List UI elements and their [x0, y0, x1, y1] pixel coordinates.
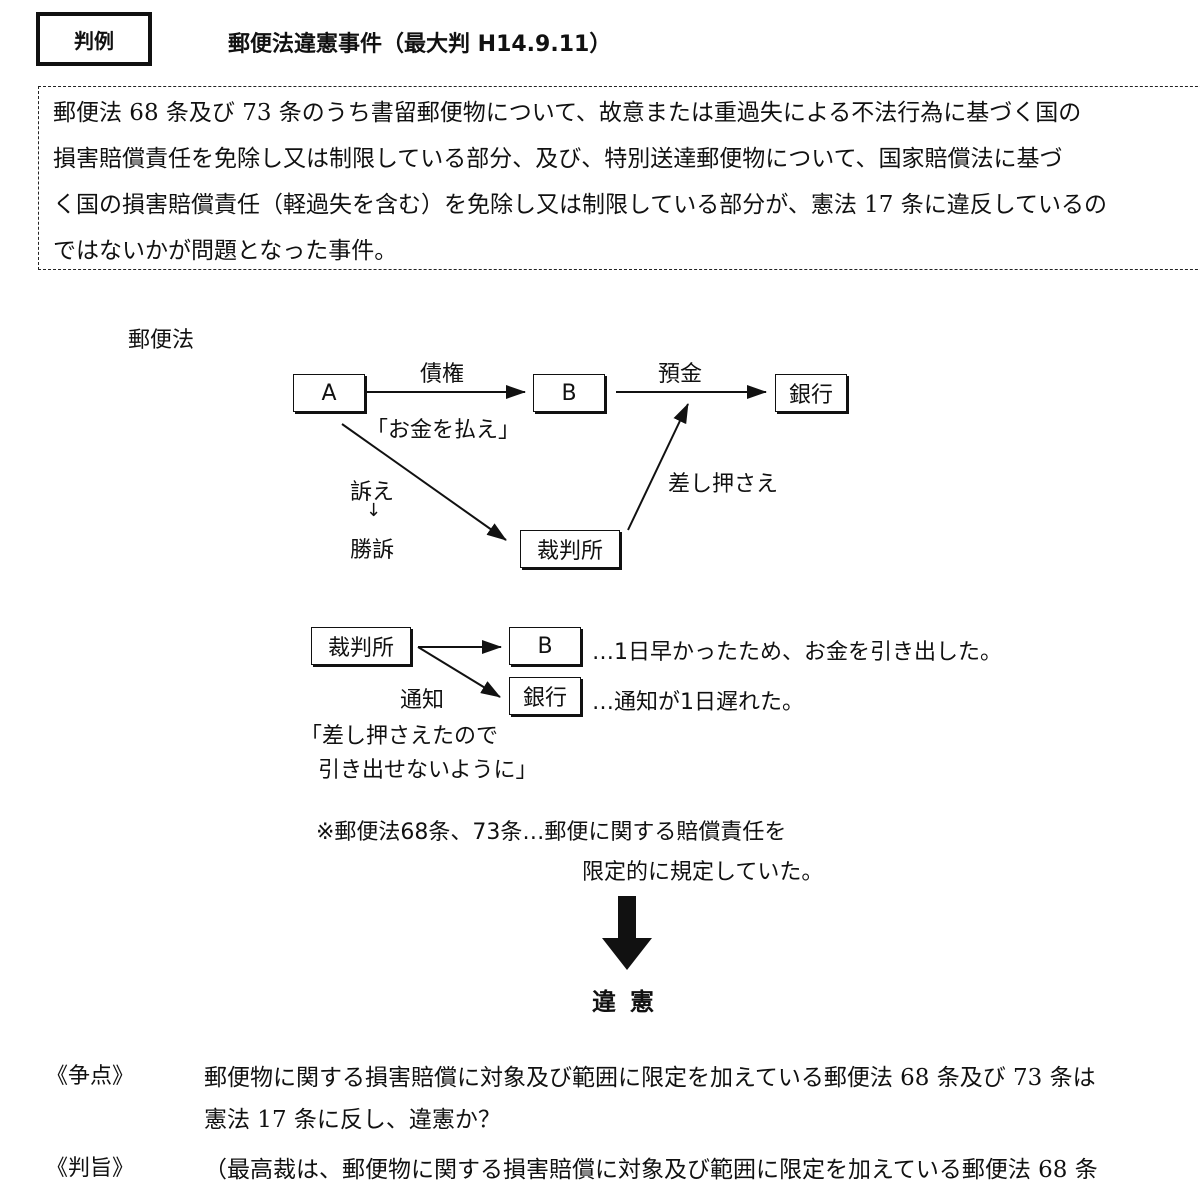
node-b-2-label: B	[537, 633, 553, 659]
issue-head-holding: 《判旨》	[46, 1156, 135, 1181]
summary-line: く国の損害賠償責任（軽過失を含む）を免除し又は制限している部分が、憲法 17 条…	[53, 192, 1108, 218]
law-note-line-2: 限定的に規定していた。	[582, 860, 824, 885]
summary-line: 損害賠償責任を免除し又は制限している部分、及び、特別送達郵便物について、国家賠償…	[53, 146, 1063, 172]
node-a-label: A	[321, 380, 337, 406]
label-seize: 差し押さえ	[668, 472, 779, 497]
label-claim: 債権	[420, 362, 465, 387]
case-label-box: 判例	[36, 12, 152, 66]
verdict: 違憲	[592, 988, 668, 1016]
node-bank-label: 銀行	[788, 383, 833, 408]
label-sue: 訴え	[350, 480, 395, 505]
down-arrow-icon	[618, 896, 636, 940]
node-b-2: B	[509, 627, 581, 665]
label-deposit: 預金	[658, 362, 703, 387]
law-note-line-1: ※郵便法68条、73条…郵便に関する賠償責任を	[316, 820, 787, 845]
node-bank: 銀行	[775, 374, 847, 412]
node-b-label: B	[561, 380, 577, 406]
node-a: A	[293, 374, 365, 412]
label-bank-note: …通知が1日遅れた。	[592, 690, 804, 715]
case-label: 判例	[74, 28, 114, 53]
label-notice-quote-2: 引き出せないように」	[318, 758, 538, 783]
label-claim-quote: 「お金を払え」	[366, 418, 521, 443]
node-court: 裁判所	[520, 530, 620, 568]
node-b: B	[533, 374, 605, 412]
node-bank-2: 銀行	[509, 677, 581, 715]
label-notice-quote-1: 「差し押さえたので	[300, 724, 499, 749]
summary-box: 郵便法 68 条及び 73 条のうち書留郵便物について、故意または重過失による不…	[38, 86, 1200, 270]
issue-body-line: 郵便物に関する損害賠償に対象及び範囲に限定を加えている郵便法 68 条及び 73…	[204, 1065, 1096, 1091]
label-win: 勝訴	[350, 538, 395, 563]
label-notice: 通知	[400, 688, 445, 713]
summary-line: ではないかが問題となった事件。	[53, 238, 398, 264]
node-court-label: 裁判所	[536, 539, 603, 564]
issue-body-line: （最高裁は、郵便物に関する損害賠償に対象及び範囲に限定を加えている郵便法 68 …	[204, 1157, 1098, 1183]
case-title: 郵便法違憲事件（最大判 H14.9.11）	[228, 32, 612, 57]
issue-head-dispute: 《争点》	[46, 1064, 135, 1089]
issue-body-line: 憲法 17 条に反し、違憲か？	[204, 1107, 501, 1133]
node-court-2-label: 裁判所	[327, 636, 394, 661]
label-down-arrow: ↓	[366, 500, 382, 521]
label-b-note: …1日早かったため、お金を引き出した。	[592, 640, 1002, 665]
node-bank-2-label: 銀行	[522, 686, 567, 711]
node-court-2: 裁判所	[311, 627, 411, 665]
down-arrow-head-icon	[602, 938, 652, 970]
diagram-title: 郵便法	[128, 328, 195, 353]
summary-line: 郵便法 68 条及び 73 条のうち書留郵便物について、故意または重過失による不…	[53, 100, 1082, 126]
